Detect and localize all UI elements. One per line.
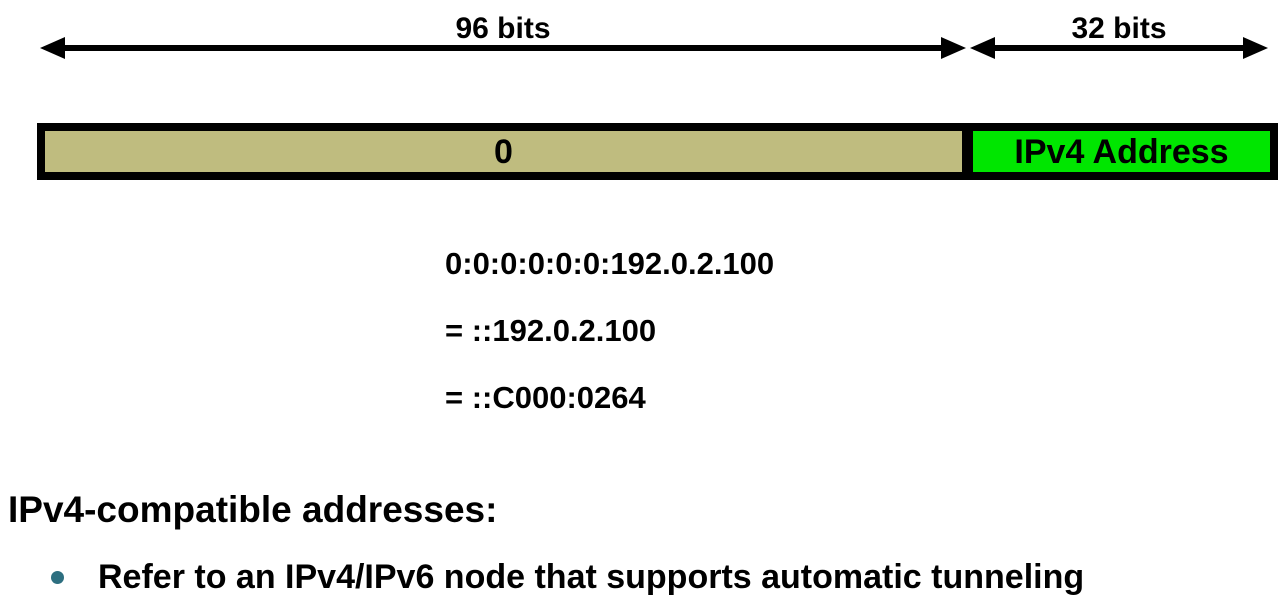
arrow-96-bits-label: 96 bits [455, 12, 551, 45]
equivalent-line-hex: = ::C000:0264 [445, 380, 646, 415]
equivalent-line-full: 0:0:0:0:0:0:192.0.2.100 [445, 246, 775, 281]
equivalent-line-compressed: = ::192.0.2.100 [445, 313, 657, 348]
bullet-dot-icon [51, 571, 64, 584]
arrowhead-right-icon [1243, 37, 1268, 59]
arrow-shaft [56, 45, 950, 51]
zero-prefix-field: 0 [45, 131, 962, 172]
slide-heading: IPv4-compatible addresses: [8, 489, 498, 530]
arrow-shaft [986, 45, 1252, 51]
ipv4-address-label: IPv4 Address [1014, 132, 1229, 171]
ipv4-address-field: IPv4 Address [973, 131, 1270, 172]
address-equivalents: 0:0:0:0:0:0:192.0.2.100 = ::192.0.2.100 … [445, 230, 774, 431]
arrowhead-left-icon [40, 37, 65, 59]
zero-prefix-label: 0 [494, 132, 513, 171]
bullet-text: Refer to an IPv4/IPv6 node that supports… [98, 558, 1085, 596]
arrow-32-bits-label: 32 bits [1071, 12, 1167, 45]
ipv6-address-format-bar: 0 IPv4 Address [37, 123, 1278, 180]
arrowhead-left-icon [970, 37, 995, 59]
measurement-arrow-32-bits: 32 bits [970, 0, 1268, 59]
bullet-item: Refer to an IPv4/IPv6 node that supports… [51, 556, 1084, 598]
measurement-arrow-96-bits: 96 bits [40, 0, 966, 59]
arrowhead-right-icon [941, 37, 966, 59]
